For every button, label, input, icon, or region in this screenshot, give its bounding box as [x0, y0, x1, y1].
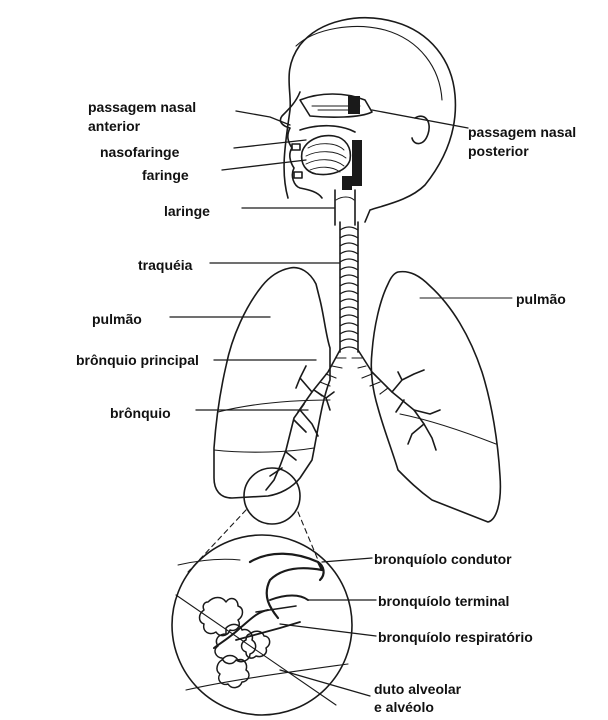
- label-duto-alveolar-line1: duto alveolar: [374, 681, 461, 698]
- label-pulmao-right: pulmão: [516, 291, 566, 308]
- right-lung: [371, 272, 500, 522]
- label-bronquiolo-respiratorio: bronquíolo respiratório: [378, 629, 533, 646]
- main-bronchi: [266, 350, 440, 490]
- label-bronquio: brônquio: [110, 405, 171, 422]
- label-bronquiolo-condutor: bronquíolo condutor: [374, 551, 512, 568]
- label-bronquio-principal: brônquio principal: [76, 352, 199, 369]
- nasal-oral-cavity: [292, 94, 372, 225]
- label-passagem-nasal-anterior-line2: anterior: [88, 118, 140, 135]
- left-lung: [214, 268, 330, 498]
- label-passagem-nasal-anterior-line1: passagem nasal: [88, 99, 196, 116]
- label-nasofaringe: nasofaringe: [100, 144, 179, 161]
- label-passagem-nasal-posterior-line2: posterior: [468, 143, 529, 160]
- label-bronquiolo-terminal: bronquíolo terminal: [378, 593, 509, 610]
- label-passagem-nasal-posterior-line1: passagem nasal: [468, 124, 576, 141]
- label-pulmao-left: pulmão: [92, 311, 142, 328]
- trachea: [340, 222, 358, 352]
- head-outline: [280, 18, 455, 222]
- label-duto-alveolar-line2: e alvéolo: [374, 699, 434, 716]
- label-traqueia: traquéia: [138, 257, 192, 274]
- label-faringe: faringe: [142, 167, 189, 184]
- label-laringe: laringe: [164, 203, 210, 220]
